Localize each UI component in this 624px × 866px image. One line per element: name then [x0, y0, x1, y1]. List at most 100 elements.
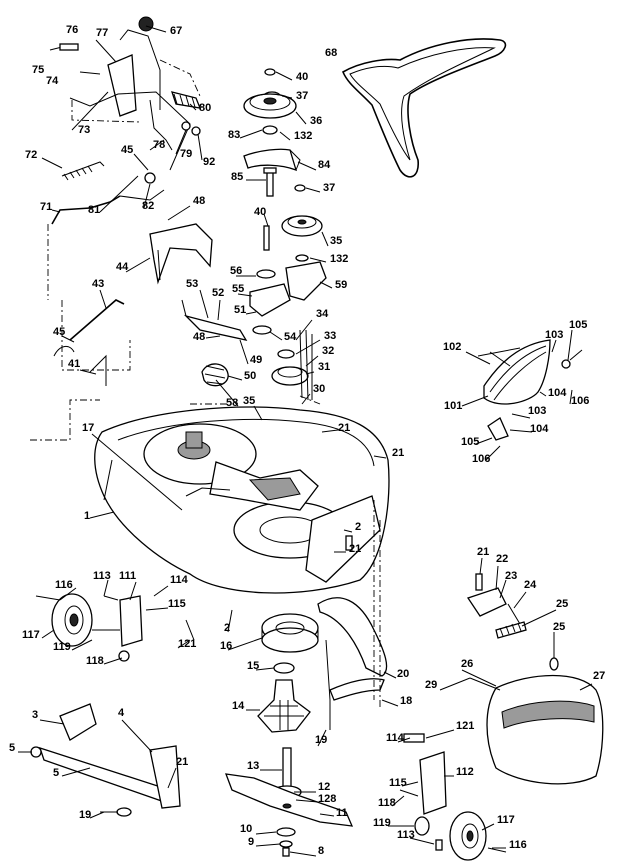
- discharge-chute-27: [469, 674, 604, 785]
- part-label: 24: [524, 579, 537, 591]
- part-label: 8: [318, 845, 324, 857]
- part-label: 49: [250, 354, 262, 366]
- part-label: 40: [254, 206, 266, 218]
- part-label: 4: [118, 707, 125, 719]
- part-label: 111: [119, 570, 136, 582]
- part-label: 121: [178, 638, 196, 650]
- part-label: 45: [53, 326, 65, 338]
- idler-arm: [181, 299, 248, 387]
- part-label: 115: [168, 598, 186, 610]
- part-label: 117: [22, 629, 40, 641]
- part-label: 128: [318, 793, 336, 805]
- leader-lines: [18, 25, 593, 857]
- part-label: 53: [186, 278, 198, 290]
- part-label: 41: [68, 358, 80, 370]
- part-label: 105: [569, 319, 587, 331]
- baffle-20: [317, 500, 388, 730]
- part-label: 77: [96, 27, 108, 39]
- part-label: 21: [349, 543, 361, 555]
- part-label: 40: [296, 71, 308, 83]
- part-label: 114: [386, 732, 405, 744]
- part-label: 29: [425, 679, 437, 691]
- washer-10: [276, 827, 296, 857]
- part-label: 75: [32, 64, 44, 76]
- part-label: 116: [509, 839, 527, 851]
- spindle-16: [261, 613, 319, 653]
- part-label: 67: [170, 25, 182, 37]
- pulley-36: [243, 68, 297, 135]
- part-label: 20: [397, 668, 409, 680]
- part-label: 59: [335, 279, 347, 291]
- part-label: 16: [220, 640, 232, 652]
- part-label: 117: [497, 814, 515, 826]
- part-label: 12: [318, 781, 330, 793]
- part-label: 106: [571, 395, 589, 407]
- part-label: 18: [400, 695, 412, 707]
- part-label: 132: [330, 253, 348, 265]
- part-label: 104: [530, 423, 549, 435]
- part-label: 11: [336, 807, 348, 819]
- part-label: 84: [318, 159, 331, 171]
- part-label: 19: [315, 734, 327, 746]
- part-label: 74: [46, 75, 59, 87]
- part-label: 132: [294, 130, 312, 142]
- part-label: 25: [556, 598, 568, 610]
- bolt-85: [263, 167, 277, 197]
- spring-72: [61, 161, 105, 181]
- part-label: 1: [84, 510, 90, 522]
- part-label: 85: [231, 171, 243, 183]
- part-label: 121: [456, 720, 474, 732]
- part-label: 5: [53, 767, 59, 779]
- part-label: 55: [232, 283, 244, 295]
- part-label: 113: [93, 570, 111, 582]
- part-label: 105: [461, 436, 479, 448]
- part-label: 119: [53, 641, 71, 653]
- bracket-44: [149, 223, 213, 285]
- part-label: 5: [9, 742, 15, 754]
- belt-68: [341, 38, 507, 178]
- bracket-22: [466, 573, 559, 671]
- part-label: 112: [456, 766, 474, 778]
- part-label: 115: [389, 777, 407, 789]
- part-label: 19: [79, 809, 91, 821]
- part-label: 103: [545, 329, 563, 341]
- spindle-14: [257, 662, 311, 733]
- part-label: 13: [247, 760, 259, 772]
- idler-bracket-55: [249, 225, 291, 335]
- knob-icon: [138, 16, 154, 32]
- part-label: 21: [176, 756, 188, 768]
- part-label: 114: [170, 574, 189, 586]
- part-label: 80: [199, 102, 211, 114]
- part-label: 2: [224, 622, 230, 634]
- part-label: 118: [378, 797, 396, 809]
- part-label: 35: [330, 235, 342, 247]
- part-label: 72: [25, 149, 37, 161]
- part-label: 14: [232, 700, 245, 712]
- pulley-35: [281, 184, 327, 301]
- part-label: 2: [355, 521, 361, 533]
- part-label: 33: [324, 330, 336, 342]
- part-label: 56: [230, 265, 242, 277]
- part-label: 79: [180, 148, 192, 160]
- part-label: 21: [392, 447, 404, 459]
- pulley-31: [271, 329, 313, 401]
- part-label: 43: [92, 278, 104, 290]
- part-label: 27: [593, 670, 605, 682]
- part-label: 81: [88, 204, 100, 216]
- part-label: 106: [472, 453, 490, 465]
- part-label: 104: [548, 387, 567, 399]
- spring-25: [495, 621, 527, 639]
- part-label: 10: [240, 823, 252, 835]
- part-label: 44: [116, 261, 129, 273]
- gauge-wheel-right: [399, 733, 507, 861]
- part-label: 34: [316, 308, 329, 320]
- part-label: 76: [66, 24, 78, 36]
- part-label: 36: [310, 115, 322, 127]
- part-label: 68: [325, 47, 337, 59]
- spring-80: [171, 91, 202, 109]
- lift-link-4: [30, 703, 181, 817]
- deflector-101: [477, 339, 583, 441]
